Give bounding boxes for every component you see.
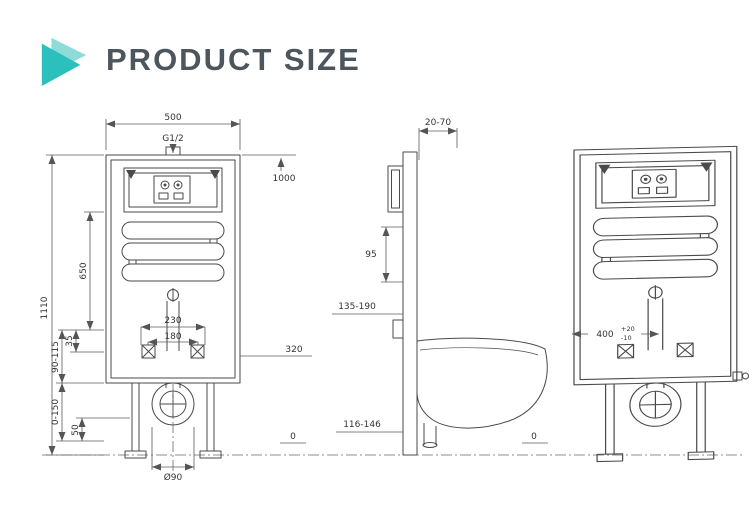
front-view [105, 146, 241, 474]
dim-depth-range-label: 20-70 [425, 118, 451, 128]
logo-triangle-dark [41, 43, 81, 86]
dim-plate-depth-label: 95 [365, 250, 376, 260]
dim-inlet-height-label: 1000 [273, 174, 296, 184]
actuator-plate [387, 165, 404, 213]
logo [41, 37, 87, 86]
dim-drain-range-label: 116-146 [343, 420, 381, 430]
dim-tolerance-minus-label: -10 [621, 334, 632, 342]
side-view-labels: 20-70 95 135-190 116-146 0 [338, 118, 537, 442]
page-title: PRODUCT SIZE [106, 42, 361, 77]
perspective-frame [573, 145, 738, 463]
inlet-bracket [392, 319, 403, 339]
side-floor-level-label: 0 [531, 432, 537, 442]
perspective-dimensions: 400 +20 -10 [572, 323, 659, 342]
dim-tank-height-label: 650 [79, 262, 89, 279]
dim-outlet-height-label: 320 [285, 345, 302, 355]
dim-leg-range-label: 0-150 [51, 399, 61, 425]
dim-width-label: 500 [164, 113, 181, 123]
bowl-rim-line [419, 347, 539, 356]
dim-rail-width-label: 230 [164, 316, 181, 326]
dim-perspective-width-label: 400 [596, 330, 613, 340]
dim-inlet-label: G1/2 [162, 134, 183, 144]
dim-total-height-label: 1110 [40, 296, 50, 319]
front-floor-level-label: 0 [290, 432, 296, 442]
dim-bolt-spacing-label: 180 [164, 332, 181, 342]
dim-tolerance-plus-label: +20 [621, 325, 635, 333]
toilet-bowl [416, 337, 548, 429]
dim-bracket-offset-label: 35 [65, 335, 75, 346]
header: PRODUCT SIZE [38, 34, 361, 86]
front-view-labels: 500 G1/2 1000 1110 650 35 90-115 230 180… [40, 113, 303, 483]
side-frame [402, 151, 418, 456]
dim-outlet-range-label: 135-190 [338, 302, 376, 312]
side-view-dimensions [332, 127, 548, 444]
dim-pipe-diameter-label: Ø90 [164, 472, 183, 483]
front-view-dimensions [46, 119, 312, 471]
dim-bracket-range-label: 90-115 [51, 341, 61, 373]
side-valve [732, 371, 749, 381]
dim-foot-height-label: 50 [71, 424, 81, 436]
perspective-view [573, 145, 749, 463]
side-view [387, 151, 548, 456]
